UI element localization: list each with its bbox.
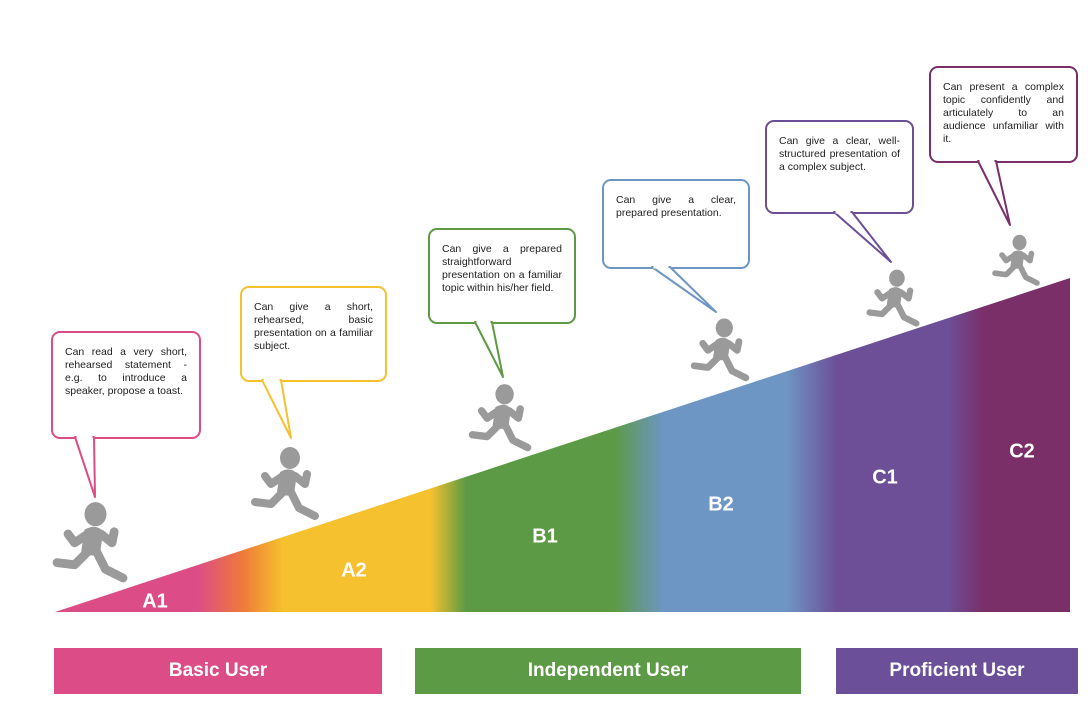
speech-bubble-tail xyxy=(833,211,892,263)
speech-bubble-text-c1: Can give a clear, well-structured presen… xyxy=(779,135,900,173)
runner-arm-back xyxy=(477,407,502,422)
speech-bubble-c2 xyxy=(929,66,1078,226)
speech-bubble-box xyxy=(240,286,387,382)
speech-bubble-b2 xyxy=(602,179,750,313)
speech-bubble-box xyxy=(602,179,750,269)
band-independent-user: Independent User xyxy=(415,648,801,694)
runner-arm-back xyxy=(261,472,287,488)
runner-arm-back xyxy=(874,289,895,302)
running-person-icon xyxy=(251,447,319,520)
speech-bubble-box xyxy=(51,331,201,439)
speech-bubble-tail xyxy=(74,436,96,498)
speech-bubble-c1 xyxy=(765,120,914,263)
level-label-a1: A1 xyxy=(142,590,168,613)
runner-leg-back xyxy=(468,421,502,441)
runner-head xyxy=(84,502,107,527)
running-person-icon xyxy=(866,269,920,327)
runner-leg-front xyxy=(894,301,920,327)
runner-arm-back xyxy=(999,252,1018,264)
speech-bubble-text-b2: Can give a clear, prepared presentation. xyxy=(616,194,736,219)
running-person-icon xyxy=(52,502,128,583)
level-label-b2: B2 xyxy=(708,493,734,516)
speech-bubble-tail xyxy=(651,266,717,313)
runner-head xyxy=(495,384,514,405)
band-proficient-user: Proficient User xyxy=(836,648,1078,694)
band-label: Proficient User xyxy=(889,660,1025,681)
level-label-b1: B1 xyxy=(532,525,558,548)
running-person-icon xyxy=(468,384,532,452)
runner-arm-front xyxy=(96,527,119,548)
speech-bubble-a2 xyxy=(240,286,387,439)
runner-arm-front xyxy=(291,470,311,488)
runner-head xyxy=(1012,234,1027,251)
runner-leg-front xyxy=(92,547,128,583)
speech-bubble-text-a2: Can give a short, rehearsed, basic prese… xyxy=(254,301,373,352)
runner-arm-front xyxy=(725,338,743,354)
runner-arm-back xyxy=(63,529,93,548)
band-label: Independent User xyxy=(527,660,689,681)
runner-arm-front xyxy=(1020,250,1035,264)
runner-leg-back xyxy=(52,547,93,570)
band-label: Basic User xyxy=(168,660,268,681)
level-label-c2: C2 xyxy=(1009,440,1035,463)
speech-bubble-text-a1: Can read a very short, rehearsed stateme… xyxy=(65,346,187,397)
speech-bubble-a1 xyxy=(51,331,201,498)
level-label-c1: C1 xyxy=(872,466,898,489)
speech-bubble-box xyxy=(428,228,576,324)
runner-leg-front xyxy=(287,488,319,520)
runner-arm-front xyxy=(505,405,524,422)
level-label-a2: A2 xyxy=(341,559,367,582)
runner-leg-front xyxy=(721,353,750,382)
runner-arm-back xyxy=(699,339,722,354)
runner-arm-front xyxy=(897,287,914,302)
speech-bubble-tail xyxy=(977,160,1011,226)
band-basic-user: Basic User xyxy=(54,648,382,694)
runner-leg-back xyxy=(251,488,287,508)
runner-head xyxy=(715,318,733,338)
running-person-icon xyxy=(992,234,1040,286)
runner-leg-front xyxy=(501,421,532,452)
speech-bubble-b1 xyxy=(428,228,576,378)
runner-leg-back xyxy=(866,301,895,318)
running-person-icon xyxy=(690,318,750,382)
runner-head xyxy=(280,447,300,469)
runner-leg-back xyxy=(992,263,1018,278)
speech-bubble-text-b1: Can give a prepared straightforward pres… xyxy=(442,243,562,294)
speech-bubble-tail xyxy=(261,379,292,439)
runner-head xyxy=(889,269,905,287)
speech-bubble-tail xyxy=(474,321,504,378)
speech-bubble-text-c2: Can present a complex topic confidently … xyxy=(943,81,1064,145)
speech-bubble-box xyxy=(929,66,1078,163)
runner-leg-front xyxy=(1017,263,1040,286)
runner-leg-back xyxy=(690,353,722,371)
